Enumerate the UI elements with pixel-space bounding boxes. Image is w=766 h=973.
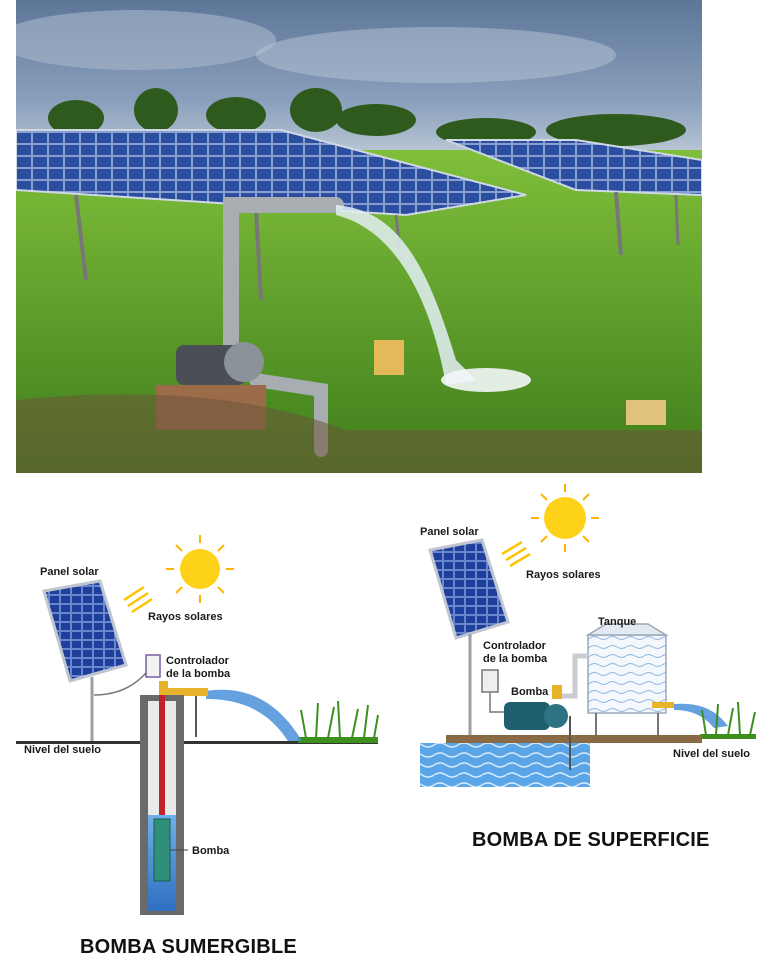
tree-line [48,88,686,146]
surface-pump-diagram [410,480,760,800]
submersible-illustration [16,535,379,915]
surf-ground-label: Nivel del suelo [673,748,751,760]
sub-panel-label: Panel solar [40,566,99,578]
water-spray [206,689,302,741]
water-tank [585,623,669,736]
sun-rays-icon [123,585,153,614]
wire [93,672,147,696]
sun-icon [166,535,234,603]
solar-array-right [445,139,702,256]
sun-icon [531,484,599,552]
submersible-title: BOMBA SUMERGIBLE [80,936,297,958]
controller-box [145,654,161,678]
grass-icon [700,701,756,739]
sun-rays-icon [501,540,531,568]
solar-pump-photo [16,0,702,473]
photo-illustration [16,0,702,473]
sub-controller-label-2: de la bomba [166,668,231,680]
ground-platform [446,735,702,743]
surf-rays-label: Rayos solares [526,569,601,581]
surface-title: BOMBA DE SUPERFICIE [472,829,710,851]
well [140,695,188,915]
sub-ground-label: Nivel del suelo [24,744,102,756]
pump-icon [504,702,568,730]
solar-array-left [16,129,527,301]
submersible-pump-diagram [16,505,400,930]
surf-controller-label-2: de la bomba [483,653,548,665]
solar-panel-icon [42,579,128,743]
sub-pump-label: Bomba [192,845,230,857]
surface-illustration [420,484,756,787]
grass-icon [298,700,379,743]
controller-box [481,669,499,693]
solar-panel-icon [428,538,510,735]
water-pool [420,743,590,787]
surf-panel-label: Panel solar [420,526,479,538]
surf-pump-label: Bomba [511,686,549,698]
surf-controller-label-1: Controlador [483,640,546,652]
water-stream [336,205,476,385]
surf-tank-label: Tanque [598,616,637,628]
sub-rays-label: Rayos solares [148,611,223,623]
sub-controller-label-1: Controlador [166,655,229,667]
ground-line [16,741,378,744]
